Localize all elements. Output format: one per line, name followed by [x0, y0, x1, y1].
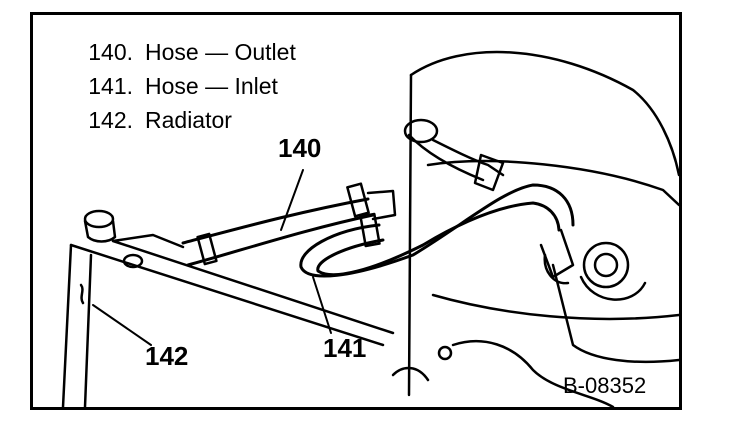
radiator-top-inner: [111, 239, 395, 335]
outlet-hose-clamp-right: [346, 182, 370, 218]
legend-item: 142. Radiator: [73, 103, 296, 137]
callout-140: 140: [278, 133, 322, 163]
radiator-side: [61, 243, 73, 407]
legend-number: 141.: [88, 73, 133, 99]
callout-142: 142: [145, 341, 189, 371]
engine-bolt: [437, 345, 453, 361]
engine-housing: [426, 159, 679, 207]
engine-body: [407, 73, 413, 397]
engine-bracket: [391, 366, 430, 382]
radiator-top: [69, 243, 385, 347]
outlet-hose-clamp-left: [196, 232, 218, 266]
inlet-fitting: [539, 228, 575, 279]
outlet-hose: [181, 197, 370, 245]
thermostat-housing: [582, 241, 630, 289]
radiator-cap: [83, 209, 115, 229]
leader-142: [92, 304, 152, 346]
inlet-hose-bracket: [473, 153, 505, 192]
inlet-hose: [299, 183, 575, 278]
radiator-hose-illustration: [61, 50, 679, 407]
parts-legend: 140. Hose — Outlet 141. Hose — Inlet 142. R…: [73, 35, 296, 137]
filler-cap-right: [403, 118, 439, 144]
leader-141: [312, 276, 332, 334]
radiator-neck-bolt: [122, 253, 144, 269]
leader-140: [280, 169, 304, 231]
figure-id: B-08352: [563, 373, 647, 398]
legend-item: 141. Hose — Inlet: [73, 69, 296, 103]
hood-outline: [409, 50, 679, 177]
inlet-hose-clamp: [359, 212, 381, 248]
legend-item: 140. Hose — Outlet: [73, 35, 296, 69]
legend-number: 142.: [88, 107, 133, 133]
radiator-core-line: [83, 253, 93, 407]
legend-label: Hose — Inlet: [145, 73, 278, 99]
engine-detail: [451, 340, 615, 407]
legend-label: Hose — Outlet: [145, 39, 296, 65]
callout-141: 141: [323, 333, 367, 363]
filler-neck-right: [431, 138, 505, 177]
legend-number: 140.: [88, 39, 133, 65]
diagram-frame: 140. Hose — Outlet 141. Hose — Inlet 142. R…: [30, 12, 682, 410]
engine-lower: [431, 293, 679, 321]
legend-label: Radiator: [145, 107, 232, 133]
engine-edge: [551, 263, 679, 364]
